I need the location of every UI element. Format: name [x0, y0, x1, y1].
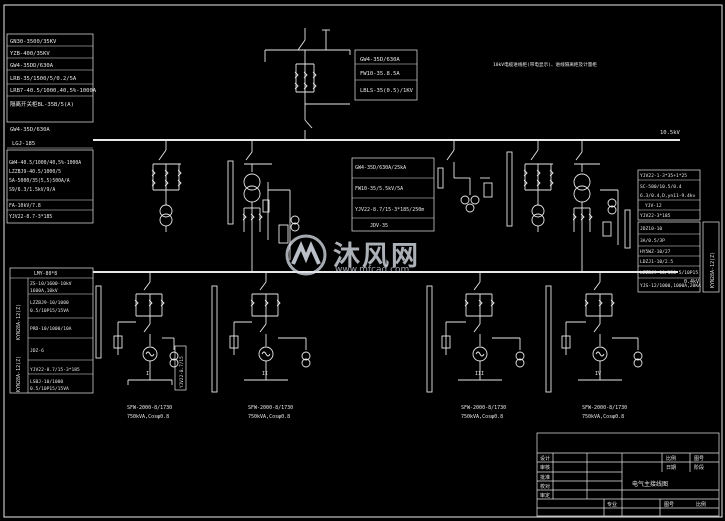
generator-label: 750kVA,Cosφ0.8 — [461, 414, 503, 420]
left-main-transformer — [227, 140, 300, 272]
spec-text: PRD-10/1000/10A — [30, 326, 72, 332]
right-transformer-bay — [506, 140, 631, 272]
title-cell: 阶段 — [694, 464, 704, 471]
spec-text: 0.5/10P15/15VA — [30, 386, 69, 392]
top-feeder-spec-box: GW4-35D/630A FW10-35.8.5A LBLS-35(0.5)/1… — [354, 49, 418, 101]
title-cell: 比例 — [666, 455, 676, 462]
generator-number: I — [146, 371, 149, 377]
spec-text: LZZBJ9-10/150-5/10P15 — [640, 270, 698, 276]
spec-text: LRB-35/1500/5/0.2/5A — [10, 76, 77, 82]
center-pt-bay — [437, 140, 493, 213]
bus-label: 0.4kV — [684, 279, 699, 285]
spec-text: LZZBJ9-40.5/1000/5 — [9, 169, 61, 175]
spec-text: FW10-35.8.5A — [360, 71, 400, 77]
generator-label: 750kVA,Cosφ0.8 — [127, 414, 169, 420]
spec-text: FA-10kV/7.8 — [9, 203, 41, 209]
generator-label: SFW-2000-8/1730 — [582, 405, 627, 411]
spec-text: 6.3/0.4,D,yn11-9.4kv — [640, 193, 696, 199]
generator-bay-2 — [211, 272, 311, 393]
generator-bay-1 — [95, 272, 179, 385]
watermark: 沐风网 www.mfcad.com — [283, 232, 443, 278]
spec-text: YJV22-3*185 — [640, 213, 671, 219]
spec-text: SC-500/10.5/0.4 — [640, 184, 682, 190]
spec-text: FW10-35/5.5kV/5A — [355, 186, 403, 192]
drawing-frame — [3, 4, 723, 518]
title-cell: 图号 — [664, 502, 674, 508]
title-row-label: 批准 — [540, 474, 550, 481]
spec-text: LMY-80*8 — [34, 271, 57, 277]
spec-text: ZS-10/1600-10kV — [30, 281, 72, 287]
spec-text: GW4-35D/630A/25kA — [355, 165, 406, 171]
bus-label: GW4-35D/630A — [10, 127, 50, 133]
title-cell: 图号 — [694, 456, 704, 462]
small-label-box: YJV22-8.7/15 — [174, 345, 187, 391]
spec-text: LBLS-35(0.5)/1KV — [360, 88, 414, 94]
title-cell: 日期 — [666, 465, 676, 471]
spec-text: GW4-35DD/630A — [10, 63, 54, 69]
spec-text: YJV22-8.7/15-3*185/250m — [355, 207, 424, 213]
spec-text: 0.5/10P15/15VA — [30, 308, 69, 314]
spec-text: LZZBJ9-10/1000 — [30, 300, 69, 306]
generator-bay-3 — [426, 272, 525, 393]
top-incoming-feeder — [264, 28, 351, 140]
svg-text:YJV22-8.7/15: YJV22-8.7/15 — [179, 356, 185, 388]
spec-text: HY5WZ-10/27 — [640, 249, 671, 255]
spec-text: LSBJ-10/1000 — [30, 379, 63, 385]
generator-label: 750kVA,Cosφ0.8 — [248, 414, 290, 420]
vertical-label: KYN28A-12(Z) — [16, 356, 22, 392]
right-panel-spec-box: YJV22-1-3*35+1*25 SC-500/10.5/0.4 6.3/0.… — [637, 169, 701, 221]
top-left-spec-box: GN30-3500/35KV YZB-400/35KV GW4-35DD/630… — [6, 33, 97, 123]
vertical-label: KYN28A-12(Z) — [710, 252, 716, 288]
spec-text: 5A-5000/35(5,5)500A/A — [9, 178, 70, 184]
spec-text: YJV22-8.7/15-3*185 — [30, 367, 80, 373]
spec-text: GN30-3500/35KV — [10, 39, 57, 45]
spec-text: YJV22-1-3*35+1*25 — [640, 173, 687, 179]
spec-text: YZB-400/35KV — [10, 51, 50, 57]
watermark-logo-icon — [285, 234, 327, 276]
left-transformer-bay — [151, 140, 182, 232]
spec-text: JDZ10-10 — [640, 226, 662, 232]
bus-label: LGJ-185 — [12, 141, 35, 147]
bottom-left-spec-box: LMY-80*8 ZS-10/1600-10kV 1600A,10kV LZZB… — [9, 267, 94, 394]
spec-text: 1600A,10kV — [30, 288, 58, 294]
title-block — [536, 432, 720, 517]
generator-label: SFW-2000-8/1730 — [127, 405, 172, 411]
title-row-label: 审定 — [540, 492, 550, 499]
spec-text: YJV22-8.7-3*185 — [9, 214, 52, 220]
title-row-label: 设计 — [540, 455, 550, 462]
generator-label: SFW-2000-8/1730 — [248, 405, 293, 411]
generator-label: SFW-2000-8/1730 — [461, 405, 506, 411]
vertical-label: KYN28A-12(Z) — [16, 304, 22, 340]
generator-number: II — [262, 371, 268, 377]
spec-text: GW4-35D/630A — [360, 57, 400, 63]
spec-text: LDZJ1-10/2.5 — [640, 259, 673, 265]
center-spec-box: GW4-35D/630A/25kA FW10-35/5.5kV/5A YJV22… — [351, 157, 435, 232]
spec-text: JDZ-6 — [30, 348, 44, 354]
spec-text: GW4-40.5/1000/40,5%-1000A — [9, 160, 81, 166]
spec-text: LRB7-40.5/1000,40,5%-1000A — [10, 88, 97, 94]
generator-label: 750kVA,Cosφ0.8 — [582, 414, 624, 420]
title-row-label: 审核 — [540, 464, 550, 471]
title-cell: 比例 — [696, 501, 706, 508]
spec-text: YJV-12 — [645, 203, 662, 209]
generator-bay-4 — [545, 272, 643, 393]
spec-text: S9/6.3/1.5kV/9/A — [9, 187, 55, 193]
spec-text: JDV-35 — [370, 223, 388, 229]
generator-number: IV — [595, 371, 601, 377]
spec-text: YJS-12/1000,1000A,20KA — [640, 283, 701, 289]
watermark-text: 沐风网 — [333, 241, 420, 272]
watermark-url: www.mfcad.com — [335, 265, 410, 275]
bus-label: 10.5kV — [660, 130, 681, 136]
spec-text: 隔离开关柜BL-35B/5(A) — [10, 100, 74, 108]
title-cell: 专业 — [607, 501, 617, 508]
generator-number: III — [475, 371, 484, 377]
title-row-label: 校对 — [540, 483, 550, 490]
drawing-title: 电气主接线图 — [632, 480, 668, 488]
right-box-spec: JDZ10-10 3A/0.5/3P HY5WZ-10/27 LDZJ1-10/… — [637, 221, 701, 293]
top-note: 10kV电缆进线柜(带电显示)、进线隔离柜及计量柜 — [493, 61, 597, 68]
spec-text: 3A/0.5/3P — [640, 238, 665, 244]
left-panel-spec-box: GW4-40.5/1000/40,5%-1000A LZZBJ9-40.5/10… — [6, 149, 94, 224]
